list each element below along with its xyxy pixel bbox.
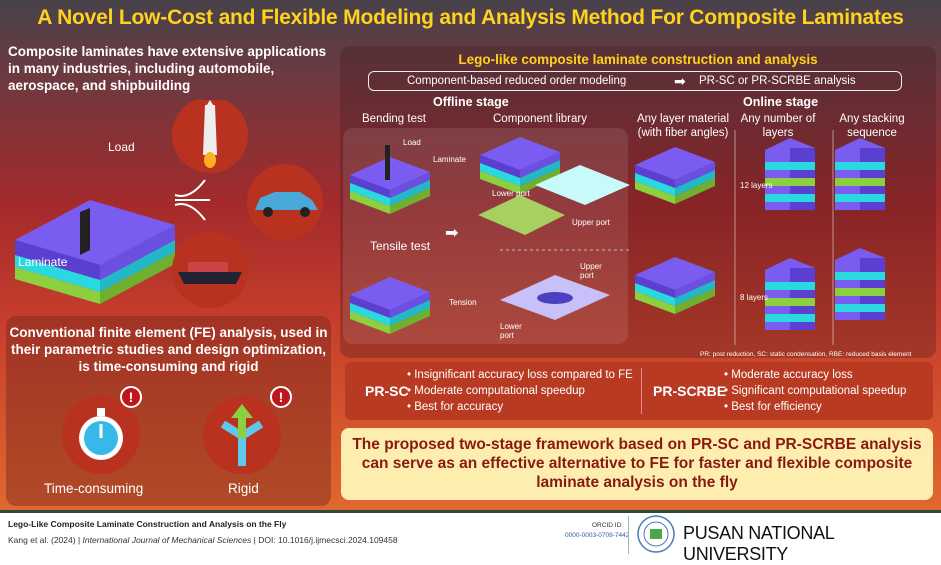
upper-port-label: Upper port	[580, 262, 602, 280]
doi-link[interactable]: DOI: 10.1016/j.ijmecsci.2024.109458	[258, 535, 398, 545]
university-name: PUSAN NATIONAL UNIVERSITY	[683, 523, 834, 564]
separator: |	[77, 535, 81, 545]
library-bottom-layer	[478, 195, 565, 235]
problem-box: Conventional finite element (FE) analysi…	[6, 316, 331, 506]
prscrbe-name: PR-SCRBE	[653, 383, 727, 399]
prsc-name: PR-SC	[365, 383, 409, 399]
list-item: Significant computational speedup	[724, 383, 906, 399]
panel-title: Lego-like composite laminate constructio…	[458, 52, 818, 67]
tension-label: Tension	[449, 298, 477, 307]
load-label: Load	[403, 138, 421, 147]
tensile-laminate	[350, 277, 430, 334]
citation: Kang et al. (2024) | International Journ…	[8, 535, 398, 545]
list-item: Moderate accuracy loss	[724, 367, 906, 383]
alert-icon: !	[270, 386, 292, 408]
layers-8-label: 8 layers	[740, 293, 769, 302]
list-item: Best for accuracy	[407, 399, 633, 415]
prscrbe-list: Moderate accuracy loss Significant compu…	[724, 367, 906, 415]
list-item: Moderate computational speedup	[407, 383, 633, 399]
footer: Lego-Like Composite Laminate Constructio…	[0, 510, 941, 564]
rigid-arrows-icon	[203, 396, 281, 474]
online-stage-heading: Online stage	[743, 95, 819, 109]
component-library-label: Component library	[493, 113, 587, 125]
upper-port-label: Upper port	[572, 218, 610, 227]
laminate-label: Laminate	[18, 255, 68, 269]
orcid-id[interactable]: 0000-0003-0709-7442	[565, 532, 630, 539]
intro-text: Composite laminates have extensive appli…	[8, 44, 327, 93]
pill-left-text: Component-based reduced order modeling	[407, 75, 627, 87]
any-layers-label: Any number of layers	[740, 113, 816, 139]
laminate-label: Laminate	[433, 155, 466, 164]
time-consuming-label: Time-consuming	[44, 481, 144, 496]
paper-title: Lego-Like Composite Laminate Constructio…	[8, 519, 287, 529]
tensile-test-label: Tensile test	[370, 239, 431, 253]
stopwatch-icon	[62, 396, 140, 474]
list-item: Best for efficiency	[724, 399, 906, 415]
applications-illustration	[15, 100, 323, 308]
pill-right-text: PR-SC or PR-SCRBE analysis	[699, 75, 856, 87]
authors: Kang et al. (2024)	[8, 535, 76, 545]
load-label: Load	[108, 140, 135, 154]
page-title: A Novel Low-Cost and Flexible Modeling a…	[37, 6, 904, 29]
rigid-label: Rigid	[228, 481, 259, 496]
conclusion-box: The proposed two-stage framework based o…	[341, 428, 933, 500]
method-comparison: PR-SC Insignificant accuracy loss compar…	[345, 362, 933, 420]
separator: |	[253, 535, 256, 545]
bending-test-label: Bending test	[362, 113, 426, 125]
divider	[641, 368, 642, 414]
orcid-label: ORCID ID:	[592, 522, 624, 529]
laminate-illustration	[15, 200, 175, 304]
lower-port-label: Lower port	[500, 322, 522, 340]
journal: International Journal of Mechanical Scie…	[82, 535, 252, 545]
any-material-label: Any layer material (with fiber angles)	[636, 113, 730, 139]
alert-icon: !	[120, 386, 142, 408]
abbreviation-footnote: PR: post reduction, SC: static condensat…	[700, 351, 912, 358]
university-seal-logo	[637, 515, 675, 553]
svg-text:➡: ➡	[445, 223, 458, 242]
divider	[628, 516, 629, 554]
layers-12-label: 12 layers	[740, 181, 773, 190]
problem-text: Conventional finite element (FE) analysi…	[9, 325, 328, 374]
lower-port-label: Lower port	[492, 189, 530, 198]
library-middle-layer	[535, 165, 630, 205]
prsc-list: Insignificant accuracy loss compared to …	[407, 367, 633, 415]
list-item: Insignificant accuracy loss compared to …	[407, 367, 633, 383]
workflow-pill: Component-based reduced order modeling ➡…	[368, 71, 902, 91]
arrow-right-icon: ➡	[674, 73, 686, 89]
laminate-diagrams: ➡	[350, 130, 885, 345]
any-stacking-label: Any stacking sequence	[839, 113, 905, 139]
offline-stage-heading: Offline stage	[433, 95, 509, 109]
